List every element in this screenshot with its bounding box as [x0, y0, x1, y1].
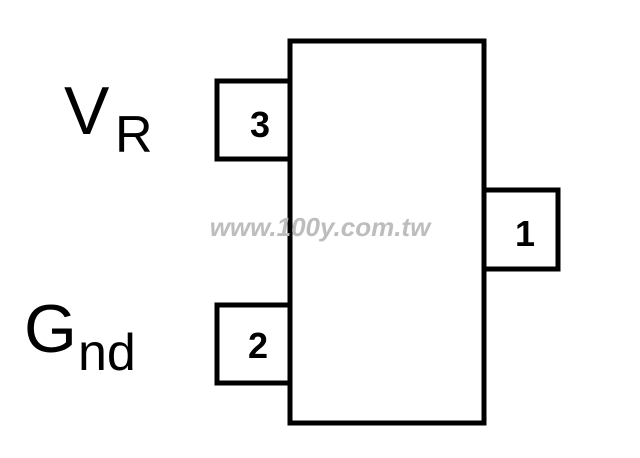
watermark-text: www.100y.com.tw: [210, 212, 432, 242]
vr-label-subscript: R: [115, 106, 153, 164]
pin-1-number: 1: [515, 213, 535, 254]
gnd-label-subscript: nd: [78, 324, 136, 382]
pin-2-pad: [214, 302, 293, 386]
pin-1-pad: [481, 187, 561, 272]
pin-3-number: 3: [250, 104, 270, 145]
gnd-label-main: G: [24, 291, 77, 367]
pin-3-pad: [214, 78, 293, 162]
package-body: [287, 38, 487, 426]
vr-label-main: V: [64, 73, 110, 149]
pin-2-number: 2: [248, 325, 268, 366]
